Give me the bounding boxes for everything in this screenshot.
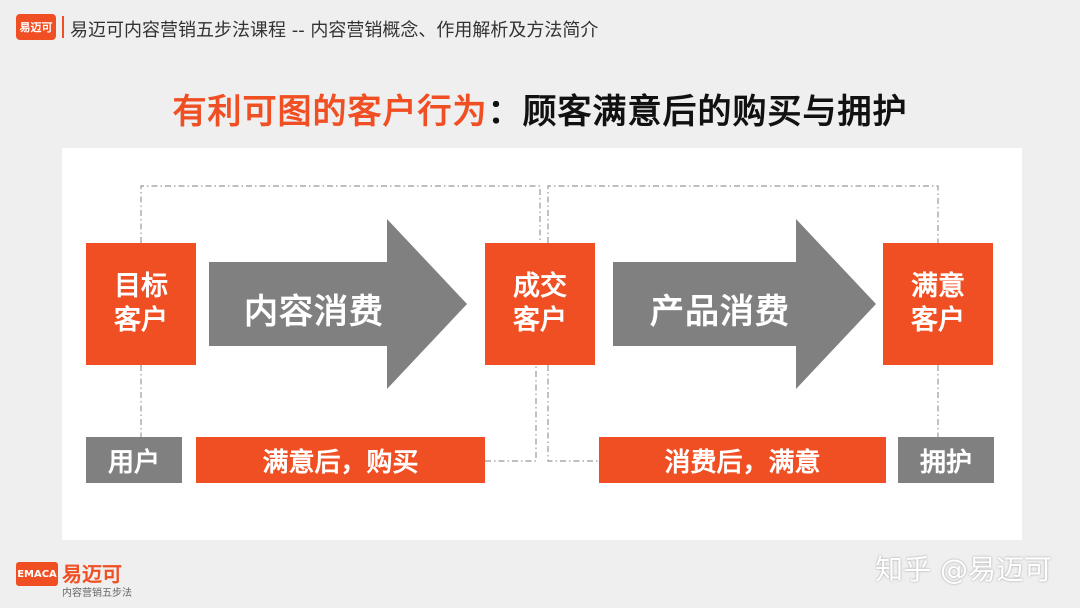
node-label-line: 客户: [513, 305, 567, 336]
header-divider: [62, 16, 64, 38]
arrow-product-consumption: [613, 219, 876, 389]
dashed-link-left: [485, 365, 537, 462]
brand-logo-small: 易迈可: [16, 14, 56, 40]
node-label-line: 客户: [114, 305, 168, 336]
arrow-label-content-consumption: 内容消费: [244, 292, 384, 332]
footer-subtitle: 内容营销五步法: [62, 588, 132, 599]
headline-rest: ：顾客满意后的购买与拥护: [487, 92, 908, 132]
node-label-line: 成交: [513, 271, 567, 303]
arrow-label-product-consumption: 产品消费: [650, 292, 790, 332]
top-bar: 易迈可 易迈可内容营销五步法课程 -- 内容营销概念、作用解析及方法简介: [0, 0, 1080, 56]
footer-logo: EMACA: [16, 562, 58, 586]
slide-headline: 有利可图的客户行为：顾客满意后的购买与拥护: [0, 84, 1080, 133]
zhihu-watermark: 知乎 @易迈可: [875, 553, 1052, 586]
node-label-line: 满意: [911, 271, 965, 303]
course-title: 易迈可内容营销五步法课程 -- 内容营销概念、作用解析及方法简介: [70, 20, 599, 41]
node-label-line: 客户: [911, 305, 965, 336]
bar-advocacy: 拥护: [898, 437, 994, 483]
node-target-customer: 目标客户: [86, 243, 196, 365]
arrow-content-consumption: [209, 219, 467, 389]
footer-brand: 易迈可: [62, 562, 122, 586]
dashed-loop-right: [547, 185, 939, 243]
node-label-line: 目标: [114, 271, 168, 303]
bar-satisfied-after-consumption: 消费后，满意: [599, 437, 886, 483]
bar-purchase-after-satisfaction: 满意后，购买: [196, 437, 485, 483]
bar-user: 用户: [86, 437, 182, 483]
node-satisfied-customer: 满意客户: [883, 243, 993, 365]
dashed-loop-left: [140, 185, 541, 243]
dashed-link-right: [547, 365, 599, 462]
node-deal-customer: 成交客户: [485, 243, 595, 365]
headline-highlight: 有利可图的客户行为: [172, 92, 488, 132]
